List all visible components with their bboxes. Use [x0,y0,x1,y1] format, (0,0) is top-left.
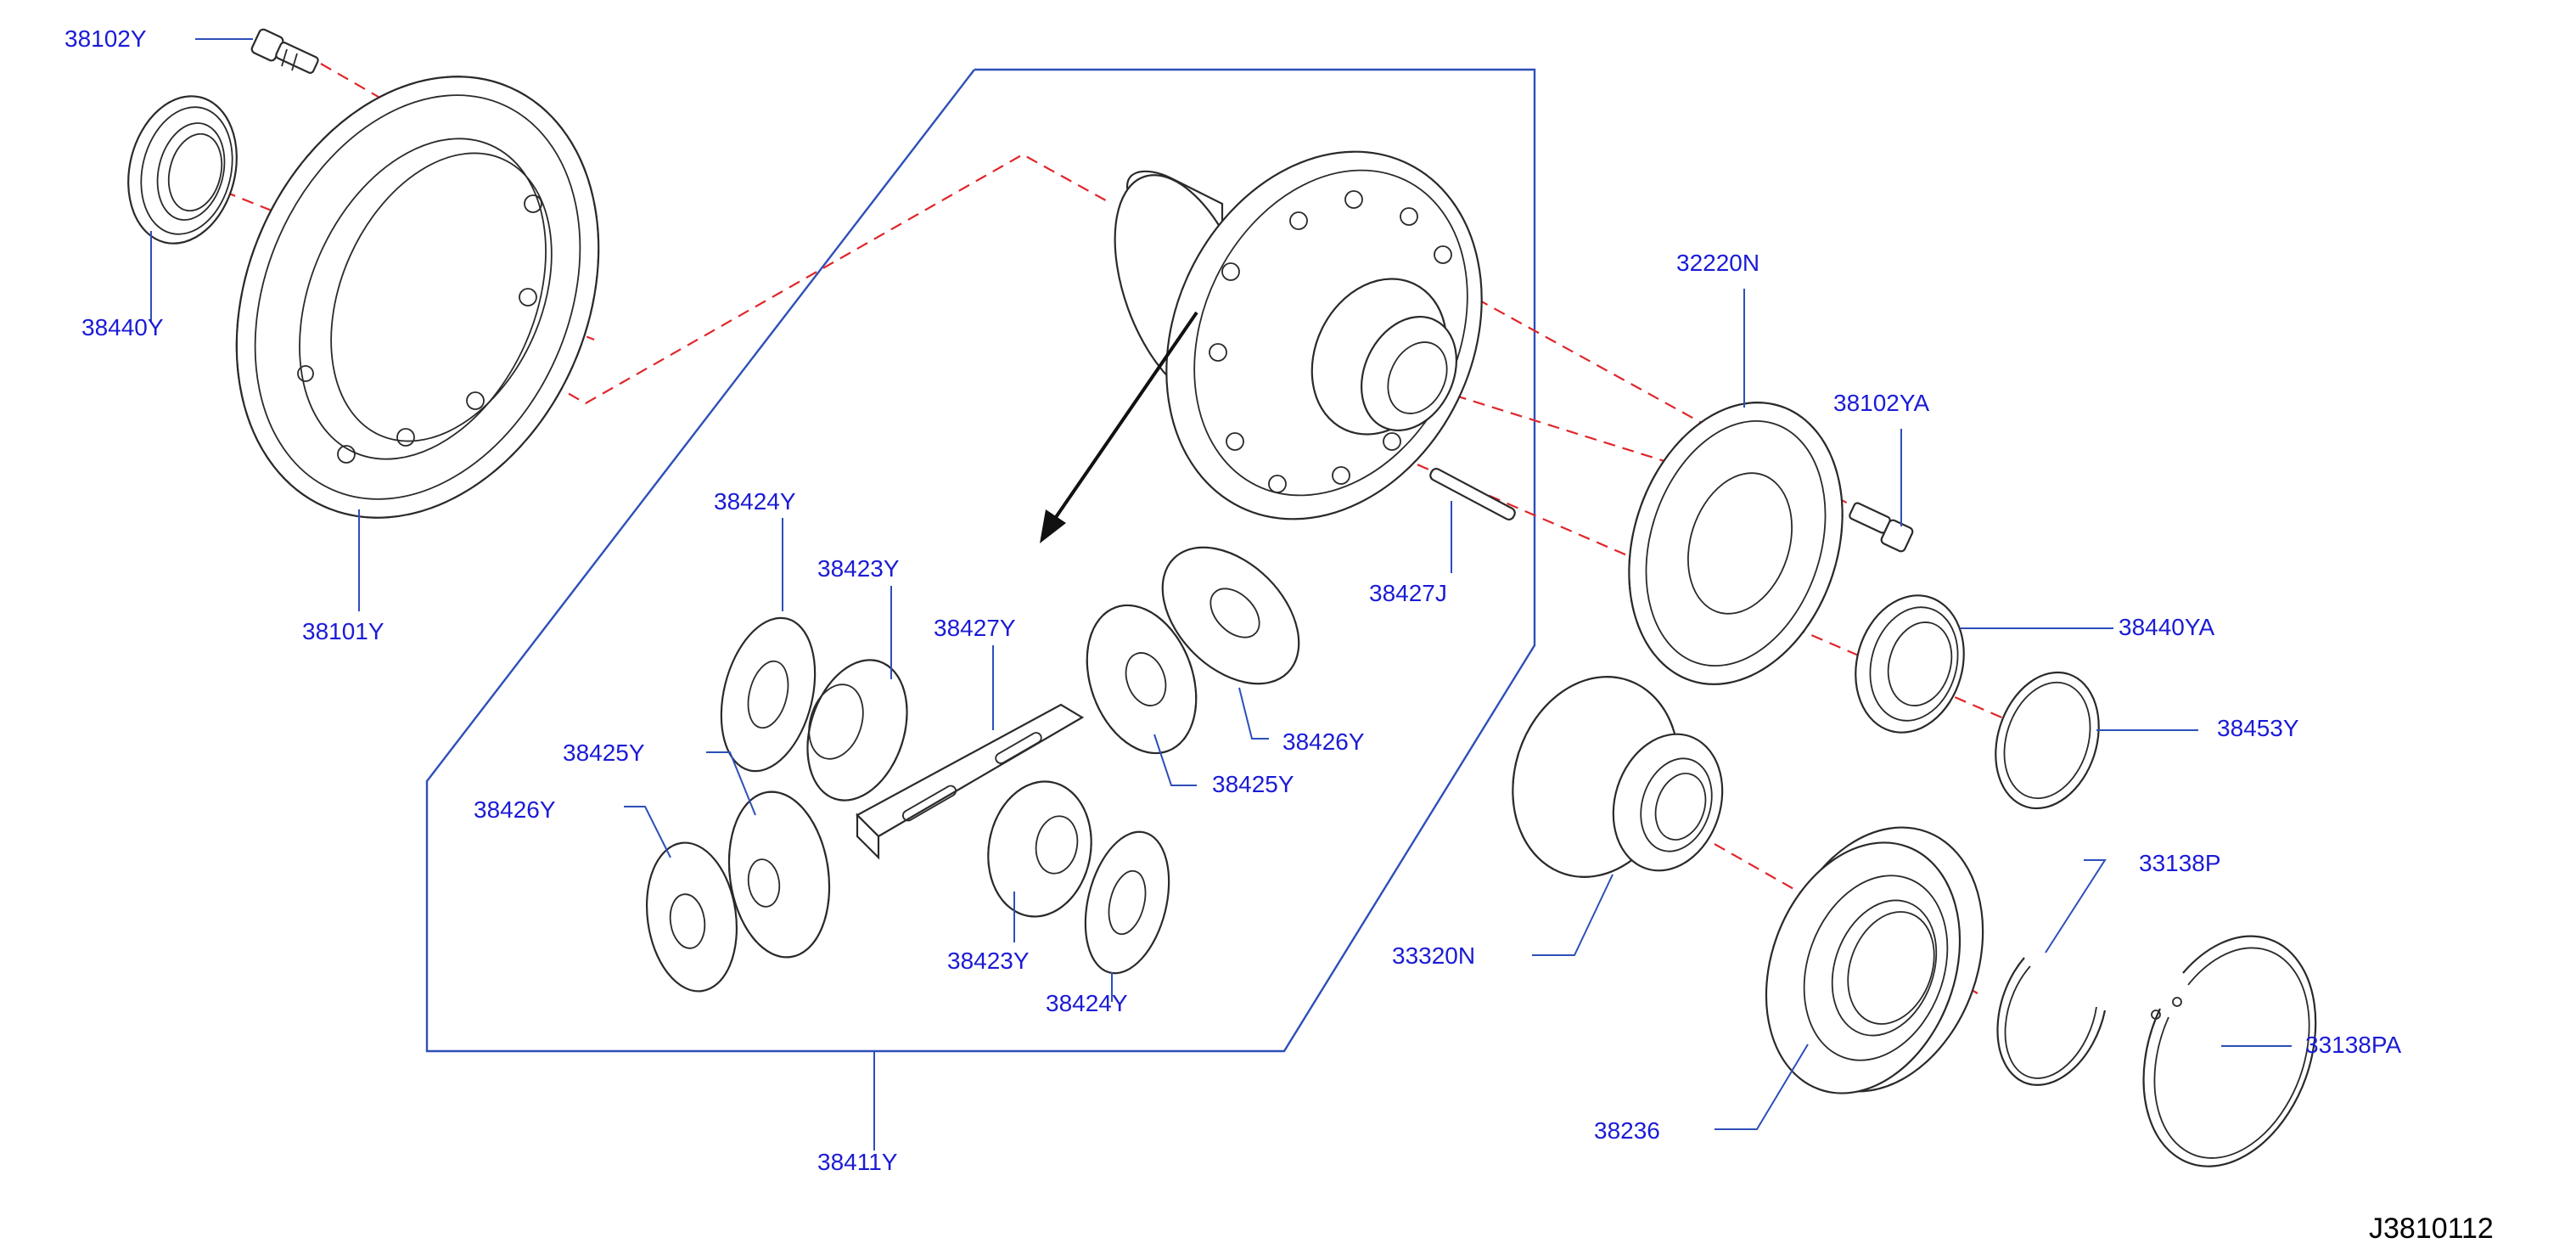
pinion-mate-gear-lower [987,780,1092,918]
callout-38102ya: 38102YA [1833,390,1930,416]
side-gear-lower-left [727,790,831,959]
adjusting-shim [1995,671,2100,810]
final-drive-ring-gear [235,76,600,519]
callout-38426y-left: 38426Y [474,796,556,823]
callout-38236: 38236 [1594,1117,1660,1144]
callout-38427j: 38427J [1369,580,1447,606]
lock-pin [1429,468,1516,520]
pinion-shaft [856,703,1085,860]
callout-38411y: 38411Y [817,1149,898,1175]
callout-32220n: 32220N [1676,250,1760,276]
side-bearing-right [1855,594,1965,734]
callout-38424y-upper: 38424Y [714,488,796,515]
differential-case-outline [425,68,1536,1053]
leader-lines [150,38,2292,1150]
callout-33138p: 33138P [2139,850,2221,876]
snap-ring-small [1996,957,2107,1086]
callout-38427y: 38427Y [934,615,1016,641]
thrust-washer-lower-left [645,841,738,993]
side-bearing-left [127,95,238,245]
thrust-washer-upper-left [720,616,817,773]
speedometer-gear-bolt [1849,502,1914,553]
callout-38425y-left: 38425Y [563,740,645,766]
side-gear-upper-right [1086,604,1198,755]
figure-reference-code: J3810112 [2369,1212,2494,1245]
pinion-mate-gear-upper [806,659,908,802]
internals-arrow [1040,311,1198,543]
callout-38453y: 38453Y [2217,715,2299,741]
callout-38440y: 38440Y [81,314,164,340]
speedometer-drive-gear [1628,402,1844,685]
thrust-washer-lower-right [1084,830,1170,975]
callout-38440ya: 38440YA [2119,614,2215,640]
callout-33138pa: 33138PA [2305,1032,2402,1058]
differential-case [1114,150,1483,520]
callout-38426y-right: 38426Y [1282,728,1365,755]
callout-33320n: 33320N [1392,942,1476,969]
callout-38101y: 38101Y [302,618,384,644]
thrust-washer-upper-right [1161,546,1300,685]
ring-gear-bolt [250,28,319,74]
callout-38423y-lower: 38423Y [947,948,1030,974]
callout-38423y-upper: 38423Y [817,555,900,582]
idler-gear [1512,676,1724,878]
callout-38102y: 38102Y [65,25,147,52]
callout-38425y-right: 38425Y [1212,771,1294,797]
snap-ring-large [2142,935,2317,1167]
callout-38424y-lower: 38424Y [1046,990,1128,1016]
idler-bearing [1765,826,1984,1094]
